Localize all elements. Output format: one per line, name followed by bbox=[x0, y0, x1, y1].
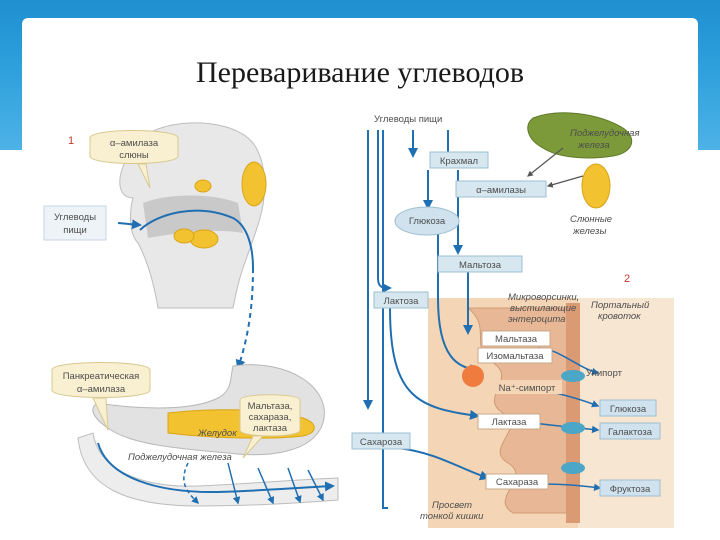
lactase-box bbox=[477, 413, 541, 430]
stomach-label: Желудок bbox=[197, 428, 237, 439]
lactase-label: Лактаза bbox=[492, 417, 528, 428]
glucose-top-path bbox=[377, 130, 392, 293]
sublingual-gland bbox=[173, 228, 195, 244]
absorption-arrow-3 bbox=[287, 467, 302, 504]
food-carbs-label-2: пищи bbox=[63, 225, 87, 236]
glucose-top-label: Глюкоза bbox=[409, 216, 446, 227]
maltose-box bbox=[437, 255, 523, 273]
pancreatic-amylase-label-2: α–амилаза bbox=[77, 384, 126, 395]
fructose-out-label: Фруктоза bbox=[610, 484, 651, 495]
microvilli-label-3: энтероцита bbox=[508, 314, 565, 325]
alpha-amylases-box bbox=[455, 180, 547, 198]
portal-vein-label-2: кровоток bbox=[598, 311, 641, 322]
lactose-label: Лактоза bbox=[384, 296, 420, 307]
maltose-label: Мальтоза bbox=[459, 260, 502, 271]
brush-enzymes-callout bbox=[239, 394, 301, 459]
glucose-top-box bbox=[394, 206, 460, 236]
panel1-number: 1 bbox=[68, 135, 74, 147]
salivary-amylase-label-1: α–амилаза bbox=[110, 138, 159, 149]
glucose-out-box bbox=[599, 399, 657, 417]
brush-enzymes-label-1: Мальтаза, bbox=[248, 401, 293, 412]
digestion-figure: 1 α–амилаза слюны Углеводы пищи Панкреат… bbox=[38, 108, 674, 528]
portal-vein-label-1: Портальный bbox=[591, 300, 650, 311]
intestine-shape bbox=[77, 432, 339, 507]
galactose-transporter bbox=[561, 422, 585, 434]
pancreas-gland-label-1: Поджелудочная bbox=[570, 128, 640, 139]
symport-label: Na⁺-симпорт bbox=[499, 383, 556, 394]
pancreas-secretion-arrow bbox=[527, 147, 564, 177]
sucrose-box bbox=[351, 432, 411, 450]
salivary-glands-label-2: железы bbox=[572, 226, 606, 237]
minor-gland bbox=[194, 179, 212, 193]
fructose-out-box bbox=[599, 479, 661, 497]
oral-path bbox=[139, 209, 254, 269]
lactose-to-lactase bbox=[389, 307, 480, 420]
enzyme-flow-1 bbox=[183, 462, 200, 505]
slide-title: Переваривание углеводов bbox=[195, 56, 525, 89]
galactose-out-box bbox=[599, 422, 661, 440]
starch-label: Крахмал bbox=[440, 156, 478, 167]
salivary-gland-illustration bbox=[581, 163, 611, 209]
pancreas-gland-label-2: железа bbox=[577, 140, 610, 151]
sucrase-box bbox=[485, 473, 549, 490]
pancreas-illustration bbox=[527, 112, 633, 159]
pancreatic-amylase-callout bbox=[51, 362, 151, 431]
intestine-flow bbox=[97, 442, 335, 494]
symport-protein bbox=[462, 365, 484, 387]
oral-cavity bbox=[143, 195, 243, 238]
pancreas-label: Поджелудочная железа bbox=[128, 452, 232, 463]
brush-enzymes-label-2: сахараза, bbox=[249, 412, 292, 423]
sucrose-to-sucrase bbox=[397, 447, 490, 481]
fructose-transporter bbox=[561, 462, 585, 474]
food-carbs-top: Углеводы пищи bbox=[374, 114, 442, 125]
isomaltase-label: Изомальтаза bbox=[487, 351, 545, 362]
glucose-out-label: Глюкоза bbox=[610, 404, 647, 415]
submandibular-gland bbox=[189, 229, 219, 249]
intestine-lumen-label-2: тонкой кишки bbox=[420, 511, 484, 522]
maltase-box bbox=[481, 330, 551, 347]
brush-enzymes-label-3: лактаза bbox=[253, 423, 288, 434]
sucrase-label: Сахараза bbox=[496, 477, 539, 488]
intestine-lumen-label-1: Просвет bbox=[432, 500, 472, 511]
starch-box bbox=[429, 151, 489, 169]
sucrose-label: Сахароза bbox=[360, 437, 403, 448]
esophagus-path bbox=[235, 267, 254, 370]
isomaltase-box bbox=[477, 347, 553, 364]
salivary-secretion-arrow bbox=[546, 175, 584, 188]
salivary-glands-label-1: Слюнные bbox=[570, 214, 612, 225]
uniport-transporter bbox=[561, 370, 585, 382]
microvilli-label-1: Микроворсинки, bbox=[508, 292, 579, 303]
parotid-gland bbox=[241, 161, 267, 207]
absorption-arrow-1 bbox=[227, 462, 241, 505]
symport-box bbox=[492, 380, 562, 394]
lactose-box bbox=[373, 291, 429, 309]
uniport-label: Унипорт bbox=[586, 368, 623, 379]
salivary-amylase-label-2: слюны bbox=[119, 150, 149, 161]
absorption-arrow-4 bbox=[307, 469, 324, 502]
absorption-arrow-2 bbox=[257, 467, 275, 505]
food-carbs-label-1: Углеводы bbox=[54, 212, 96, 223]
panel2-number: 2 bbox=[624, 273, 630, 285]
alpha-amylases-label: α–амилазы bbox=[476, 185, 526, 196]
pancreatic-amylase-label-1: Панкреатическая bbox=[63, 371, 140, 382]
food-carbs-box bbox=[43, 205, 107, 241]
food-entry-arrow bbox=[117, 219, 142, 230]
microvilli-label-2: выстилающие bbox=[510, 303, 576, 314]
galactose-out-label: Галактоза bbox=[608, 427, 653, 438]
salivary-amylase-callout bbox=[89, 130, 179, 189]
maltase-label: Мальтаза bbox=[495, 334, 538, 345]
sucrose-path bbox=[382, 130, 388, 509]
cell-membrane bbox=[566, 303, 580, 523]
